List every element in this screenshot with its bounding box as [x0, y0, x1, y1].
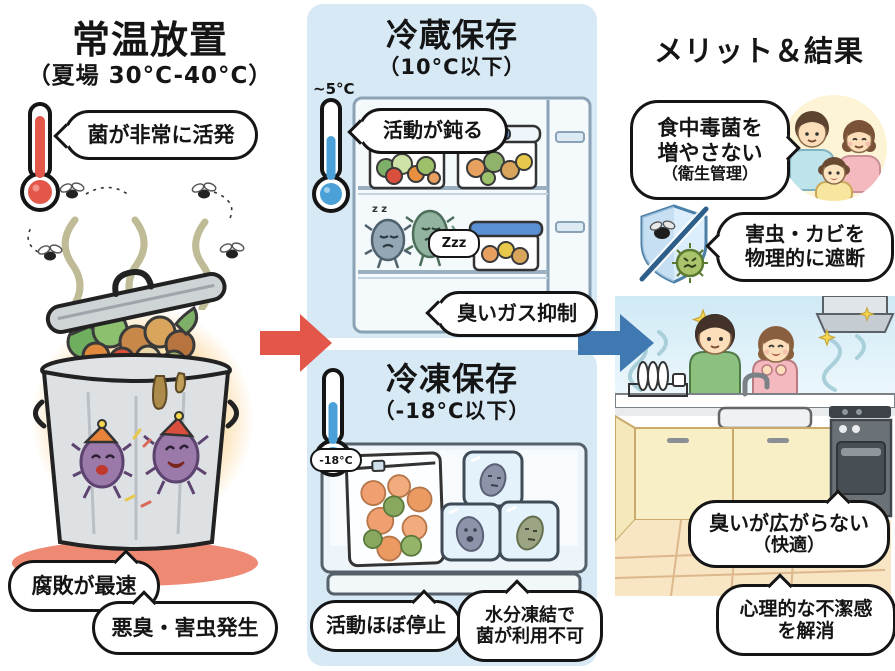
family-icon: [781, 95, 887, 201]
freezer-bag-icon: [344, 451, 446, 568]
germ-party-icon: [71, 419, 133, 499]
fly-icon: [191, 182, 217, 199]
germ-party-icon: [143, 411, 209, 495]
freezer-subtitle: （-18°C以下）: [373, 399, 531, 423]
freezer-illustration: [320, 442, 588, 596]
fly-icon: [59, 182, 85, 199]
speech-bubble-bacteria-active: 菌が非常に活発: [53, 110, 258, 160]
range-hood-icon: [815, 296, 895, 333]
flies-icon: [27, 182, 245, 261]
fridge-illustration: z z: [352, 96, 592, 334]
thermometer-cold-icon: [312, 98, 350, 213]
speech-bubble-activity-stopped: 活動ほぼ停止: [310, 589, 462, 652]
slash-line: [639, 206, 709, 282]
woman-character: [752, 326, 798, 395]
oven-icon: [829, 418, 893, 518]
mold-germ-icon: [672, 243, 708, 283]
food-container-icon: [468, 220, 544, 272]
fridge-thermo-label: ~5°C: [313, 80, 355, 98]
left-subtitle: （夏場 30°C-40°C）: [27, 63, 273, 89]
left-title: 常温放置: [71, 18, 228, 62]
fly-icon: [37, 244, 63, 261]
sink-icon: [717, 406, 813, 430]
fridge-title: 冷蔵保存: [385, 16, 518, 54]
confetti: [124, 428, 152, 508]
fly-icon: [649, 220, 676, 239]
child: [815, 157, 853, 201]
faucet-icon: [742, 372, 770, 397]
fridge-subtitle: （10°C以下）: [378, 55, 526, 79]
father: [789, 111, 835, 191]
svg-text:z z: z z: [372, 204, 387, 215]
ice-cube-germ-icon: [440, 502, 502, 562]
corner-cabinet: [615, 414, 636, 544]
ice-cube-germ-icon: [462, 450, 524, 508]
speech-bubble-odor-pests: 悪臭・害虫発生: [92, 590, 278, 655]
mother: [837, 120, 881, 193]
freezer-title: 冷凍保存: [385, 360, 518, 398]
arrow-right-red-icon: [260, 314, 332, 372]
zzz-bubble: Zzz: [428, 229, 480, 258]
trash-lid: [45, 269, 227, 334]
speech-bubble-psych-clean: 心理的な不潔感 を解消: [716, 573, 895, 656]
germ-sleeping-icon: z z: [364, 204, 412, 269]
speech-bubble-hygiene: 食中毒菌を 増やさない （衛生管理）: [630, 100, 801, 200]
speech-bubble-block-pests: 害虫・カビを 物理的に遮断: [705, 212, 894, 282]
thermometer-hot-icon: [20, 102, 60, 212]
trash-can-illustration: [33, 269, 239, 551]
arrow-right-blue-icon: [578, 314, 654, 372]
freezer-thermo-label: -18°C: [310, 448, 362, 472]
speech-bubble-smell-contained: 臭いが広がらない （快適）: [688, 489, 890, 568]
shield-block-icon: [638, 204, 710, 284]
ice-cube-germ-icon: [498, 500, 560, 562]
dish-rack-icon: [628, 361, 688, 397]
can-handle: [33, 399, 47, 429]
speech-bubble-activity-slows: 活動が鈍る: [347, 108, 508, 154]
speech-bubble-moisture-frozen: 水分凍結で 菌が利用不可: [457, 579, 603, 662]
results-title: メリット＆結果: [653, 34, 864, 68]
slime-drip: [174, 371, 186, 394]
slime-drip: [151, 375, 168, 410]
speech-bubble-odor-gas-suppressed: 臭いガス抑制: [425, 291, 598, 337]
man-character: [689, 314, 741, 395]
can-handle: [225, 399, 239, 429]
fly-icon: [219, 242, 245, 259]
